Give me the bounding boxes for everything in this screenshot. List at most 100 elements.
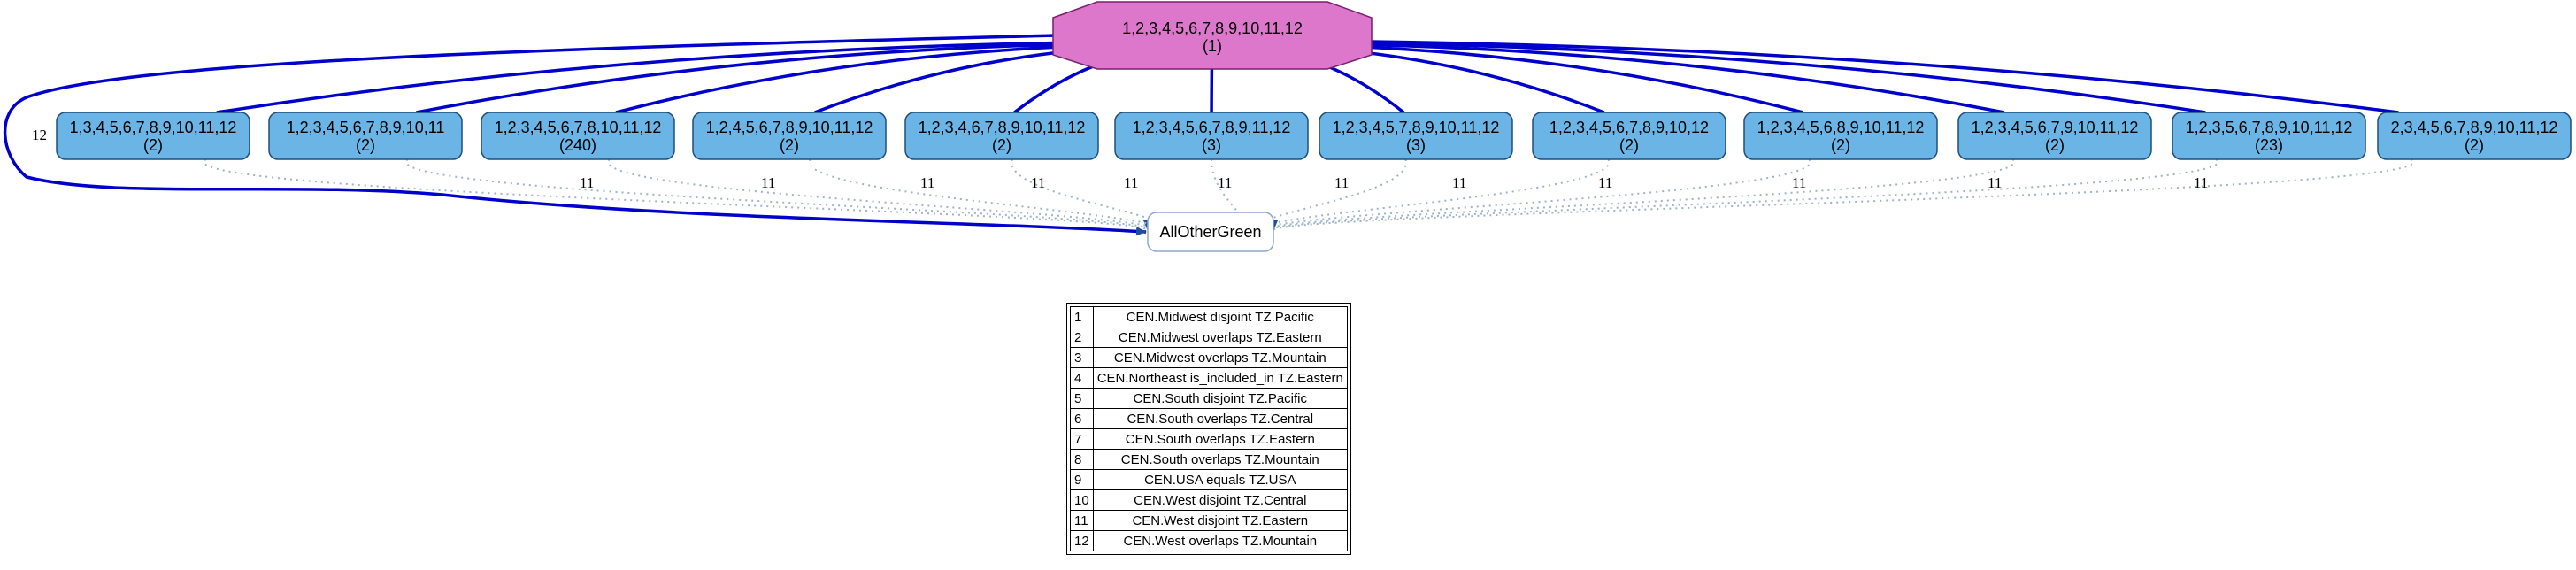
legend-number: 4 — [1070, 367, 1094, 389]
dotted-edge — [404, 158, 1157, 231]
edge-label: 11 — [1452, 174, 1466, 191]
mid-node-label: 1,2,3,4,5,6,8,9,10,11,12 — [1757, 119, 1925, 136]
dotted-edge — [1269, 158, 2415, 231]
top-node-label: 1,2,3,4,5,6,7,8,9,10,11,12 — [1122, 19, 1303, 37]
mid-node-label: 1,2,3,5,6,7,8,9,10,11,12 — [2186, 119, 2353, 136]
legend-number: 7 — [1070, 428, 1094, 450]
legend-description: CEN.Midwest overlaps TZ.Mountain — [1092, 347, 1348, 368]
mid-node[interactable]: 1,2,3,4,5,6,7,8,9,11,12(3) — [1114, 112, 1309, 160]
legend-number: 8 — [1070, 449, 1094, 470]
edge-label: 11 — [1334, 174, 1349, 191]
legend-description: CEN.South overlaps TZ.Central — [1092, 408, 1348, 429]
mid-node-count: (2) — [143, 136, 163, 154]
legend-description: CEN.Northeast is_included_in TZ.Eastern — [1092, 367, 1348, 389]
solid-edge — [1339, 41, 2206, 114]
mid-node-box — [2377, 112, 2572, 160]
mid-node-box — [1532, 112, 1726, 160]
loop-edge — [3, 34, 1147, 236]
mid-node-count: (2) — [2465, 136, 2484, 154]
legend-number: 5 — [1070, 388, 1094, 409]
solid-edge — [216, 41, 1086, 114]
dotted-edge — [1256, 158, 1811, 231]
mid-node-box — [56, 112, 250, 160]
dotted-edge — [607, 158, 1163, 231]
legend-number: 6 — [1070, 408, 1094, 429]
dotted-edge — [1260, 158, 2016, 231]
bottom-node[interactable]: AllOtherGreen — [1147, 212, 1274, 252]
mid-node[interactable]: 1,2,3,5,6,7,8,9,10,11,12(23) — [2172, 112, 2366, 160]
mid-node-box — [904, 112, 1099, 160]
mid-node-label: 1,2,4,5,6,7,8,9,10,11,12 — [706, 119, 873, 136]
edge-label: 11 — [1598, 174, 1612, 191]
legend-description: CEN.USA equals TZ.USA — [1092, 469, 1348, 490]
loop-edge-label: 12 — [32, 127, 47, 143]
legend-description: CEN.West disjoint TZ.Eastern — [1092, 510, 1348, 531]
dotted-edges — [203, 158, 2415, 231]
mid-node-count: (2) — [992, 136, 1011, 154]
mid-node-box — [692, 112, 887, 160]
legend-description: CEN.Midwest disjoint TZ.Pacific — [1092, 306, 1348, 327]
legend-number: 2 — [1070, 327, 1094, 348]
legend-description: CEN.South overlaps TZ.Mountain — [1092, 449, 1348, 470]
mid-node[interactable]: 1,2,3,4,5,6,7,8,10,11,12(240) — [481, 112, 675, 160]
solid-edge — [1313, 42, 2005, 114]
mid-node-box — [1743, 112, 1938, 160]
mid-node-label: 1,2,3,4,5,7,8,9,10,11,12 — [1333, 119, 1500, 136]
mid-node-box — [268, 112, 463, 160]
edge-label: 11 — [920, 174, 934, 191]
legend-number: 9 — [1070, 469, 1094, 490]
dotted-edge — [1247, 158, 1407, 231]
dotted-edge — [203, 158, 1152, 231]
mid-node-label: 1,2,3,4,6,7,8,9,10,11,12 — [919, 119, 1086, 136]
mid-node[interactable]: 1,3,4,5,6,7,8,9,10,11,12(2) — [56, 112, 250, 160]
mid-node[interactable]: 1,2,3,4,5,7,8,9,10,11,12(3) — [1319, 112, 1513, 160]
dotted-edge — [1251, 158, 1610, 231]
mid-node-count: (23) — [2255, 136, 2283, 154]
legend-number: 12 — [1070, 530, 1094, 551]
mid-node[interactable]: 1,2,3,4,5,6,7,8,9,10,11(2) — [268, 112, 463, 160]
edge-label: 11 — [1988, 174, 2002, 191]
mid-node-count: (240) — [559, 136, 596, 154]
mid-node-label: 1,3,4,5,6,7,8,9,10,11,12 — [70, 119, 237, 136]
top-node[interactable]: 1,2,3,4,5,6,7,8,9,10,11,12 (1) — [1052, 1, 1373, 70]
top-node-count: (1) — [1203, 37, 1222, 55]
dotted-edge — [1011, 158, 1173, 231]
mid-node[interactable]: 2,3,4,5,6,7,8,9,10,11,12(2) — [2377, 112, 2572, 160]
mid-node-count: (2) — [2045, 136, 2065, 154]
mid-node[interactable]: 1,2,3,4,5,6,7,9,10,11,12(2) — [1957, 112, 2152, 160]
legend-number: 11 — [1070, 510, 1094, 531]
mid-node[interactable]: 1,2,4,5,6,7,8,9,10,11,12(2) — [692, 112, 887, 160]
mid-node-label: 1,2,3,4,5,6,7,8,9,10,11 — [287, 119, 445, 136]
legend-number: 1 — [1070, 306, 1094, 327]
mid-node[interactable]: 1,2,3,4,6,7,8,9,10,11,12(2) — [904, 112, 1099, 160]
edge-label: 11 — [1124, 174, 1138, 191]
legend-number: 10 — [1070, 489, 1094, 511]
mid-node-label: 1,2,3,4,5,6,7,8,10,11,12 — [495, 119, 662, 136]
legend-description: CEN.South overlaps TZ.Eastern — [1092, 428, 1348, 450]
legend-number: 3 — [1070, 347, 1094, 368]
dotted-edge — [1265, 158, 2219, 231]
mid-node-box — [1319, 112, 1513, 160]
legend-description: CEN.West overlaps TZ.Mountain — [1092, 530, 1348, 551]
mid-node[interactable]: 1,2,3,4,5,6,7,8,9,10,12(2) — [1532, 112, 1726, 160]
mid-node[interactable]: 1,2,3,4,5,6,8,9,10,11,12(2) — [1743, 112, 1938, 160]
mid-node-count: (2) — [1619, 136, 1639, 154]
mid-node-count: (2) — [780, 136, 799, 154]
edge-label: 11 — [1218, 174, 1232, 191]
edge-label: 11 — [1031, 174, 1045, 191]
mid-node-box — [1957, 112, 2152, 160]
mid-node-box — [1114, 112, 1309, 160]
